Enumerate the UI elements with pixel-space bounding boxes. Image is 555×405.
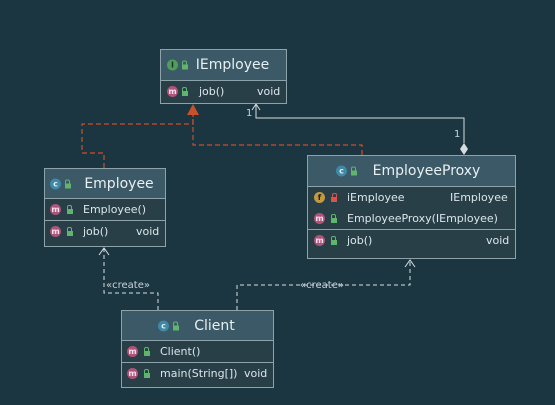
field-name: iEmployee [347,191,405,204]
class-box-client[interactable]: c Client m Client() m main(String[]) [121,310,274,388]
realization-employee [81,112,194,168]
class-header[interactable]: c EmployeeProxy [308,156,515,187]
aggregation-source-multiplicity: 1 [454,129,461,140]
method-row[interactable]: m job() void [45,221,165,242]
public-icon [330,214,338,223]
method-name: main(String[]) [160,367,238,380]
method-name: job() [83,225,109,238]
private-icon [330,193,338,202]
aggregation-target-multiplicity: 1 [246,108,253,119]
constructor-row[interactable]: m Employee() [45,199,165,220]
method-icon: m [314,235,325,246]
interface-icon: I [167,59,178,71]
public-icon [181,60,189,70]
method-icon: m [167,86,178,97]
class-name: IEmployee [195,57,270,73]
dependency-client-proxy [236,260,411,310]
class-icon: c [50,178,61,189]
class-name: Employee [84,175,154,192]
return-type: void [244,367,268,380]
dependency-client-employee [103,248,159,310]
public-icon [172,321,180,330]
class-name: Client [194,317,235,334]
class-header[interactable]: I IEmployee [161,50,286,81]
public-icon [66,227,74,236]
class-box-iemployee[interactable]: I IEmployee m job() void [160,49,287,104]
public-icon [143,347,151,356]
method-icon: m [127,346,138,357]
constructor-name: Client() [160,345,201,358]
class-header[interactable]: c Client [122,311,273,341]
method-row[interactable]: m job() void [308,230,515,251]
public-icon [143,369,151,378]
constructor-row[interactable]: m Client() [122,341,273,362]
realization-employee-proxy [192,112,363,155]
class-header[interactable]: c Employee [45,169,165,199]
field-type: IEmployee [450,191,508,204]
field-row[interactable]: f iEmployee IEmployee [308,187,515,208]
constructor-name: Employee() [83,203,147,216]
public-icon [350,166,358,176]
method-icon: m [127,368,138,379]
method-row[interactable]: m job() void [161,81,286,102]
class-icon: c [336,165,347,177]
method-icon: m [50,226,61,237]
public-icon [181,87,189,96]
return-type: void [257,85,281,98]
aggregation-line [255,104,465,143]
class-name: EmployeeProxy [372,163,481,179]
public-icon [64,179,72,188]
constructor-row[interactable]: m EmployeeProxy(IEmployee) [308,208,515,229]
create-label-employee: «create» [106,280,150,291]
method-name: job() [199,85,225,98]
class-box-employee-proxy[interactable]: c EmployeeProxy f iEmployee IEmployee m … [307,155,516,259]
method-icon: m [50,204,61,215]
public-icon [66,205,74,214]
class-icon: c [158,320,169,331]
method-row[interactable]: m main(String[]) void [122,363,273,384]
constructor-name: EmployeeProxy(IEmployee) [347,212,498,225]
aggregation-diamond [460,143,468,155]
public-icon [330,236,338,245]
method-icon: m [314,213,325,224]
create-label-proxy: «create» [300,280,344,291]
realization-arrowhead [187,104,199,115]
method-name: job() [347,234,373,247]
class-box-employee[interactable]: c Employee m Employee() m job() voi [44,168,166,247]
return-type: void [136,225,160,238]
return-type: void [486,234,510,247]
field-icon: f [314,192,325,203]
